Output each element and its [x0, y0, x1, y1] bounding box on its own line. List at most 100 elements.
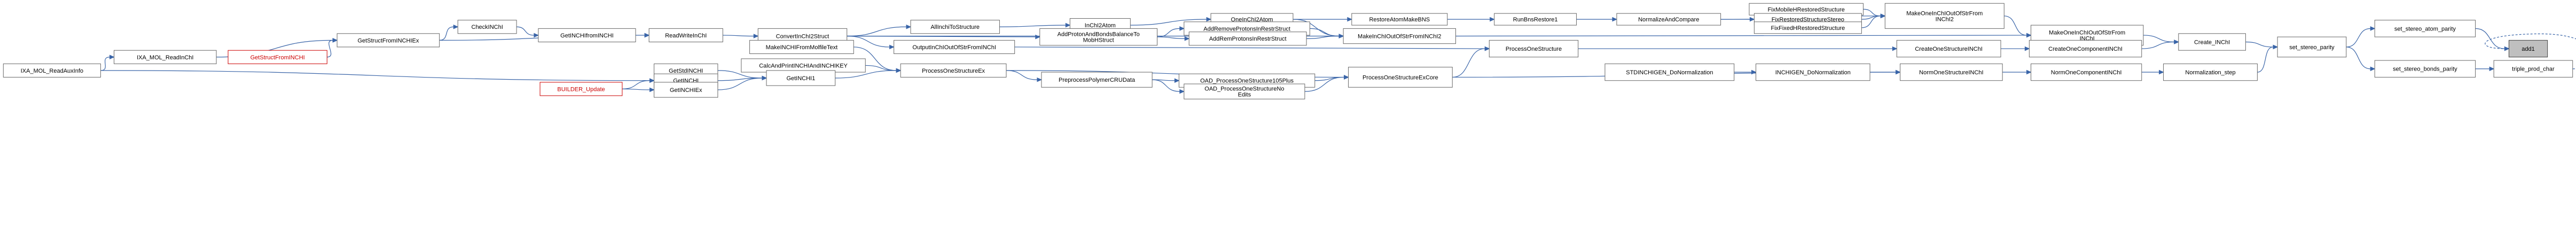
node-label: PreprocessPolymerCRUData [1059, 77, 1136, 83]
node-label: OAD_ProcessOneStructure105Plus [1200, 78, 1294, 84]
node-label: ConvertInChI2Struct [776, 34, 829, 40]
edge-set_stereo_bonds_parity-to-triple_prod_char [2475, 66, 2495, 72]
node-IXA_MOL_ReadAuxInfo[interactable]: IXA_MOL_ReadAuxInfo [3, 63, 101, 78]
node-FixFixedHRestoredStructure[interactable]: FixFixedHRestoredStructure [1753, 21, 1862, 34]
node-RestoreAtomMakeBNS[interactable]: RestoreAtomMakeBNS [1351, 13, 1448, 26]
node-MakeInChIOutOfStrFromINChI2[interactable]: MakeInChIOutOfStrFromINChI2 [1343, 28, 1456, 44]
node-AllInchiToStructure[interactable]: AllInchiToStructure [910, 20, 1000, 34]
edge-GetStructFromINCHIEx-to-CheckINChI [439, 24, 459, 41]
edge-Create_INChI-to-set_stereo_parity [2245, 41, 2279, 50]
edge-ConvertInChI2Struct-to-AddProtonAndBondsBalance [847, 34, 1041, 40]
edge-RestoreAtomMakeBNS-to-RunBnsRestore1 [1447, 17, 1495, 22]
node-label: AddRemProtonsInRestrStruct [1209, 36, 1287, 42]
node-label: CheckINChI [472, 24, 503, 30]
node-label: MakeINCHIFromMolfileText [766, 44, 837, 51]
node-label: CreateOneStructureINChI [1915, 46, 1983, 52]
node-NormOneStructureINChI[interactable]: NormOneStructureINChI [1900, 63, 2003, 81]
node-label: NormalizeAndCompare [1638, 17, 1699, 23]
node-label: NormOneComponentINChI [2051, 69, 2122, 76]
edge-ProcessOneStructureEx-to-PreprocessPolymerCRUData [1006, 70, 1043, 82]
node-label: Normalization_step [2185, 69, 2235, 76]
node-GetINCHI1[interactable]: GetINCHI1 [766, 70, 836, 86]
node-RunBnsRestore1[interactable]: RunBnsRestore1 [1494, 13, 1577, 26]
node-NormOneComponentINChI[interactable]: NormOneComponentINChI [2031, 63, 2142, 81]
node-STDINCHIGEN_DoNormalization[interactable]: STDINCHIGEN_DoNormalization [1604, 63, 1735, 81]
edge-ConvertInChI2Struct-to-AllInchiToStructure [847, 24, 912, 37]
edge-ConvertInChI2Struct-to-OutputInChIOutOfStrFromINChI [847, 35, 895, 50]
edge-IXA_MOL_ReadAuxInfo-to-IXA_MOL_ReadInChI [100, 55, 115, 71]
edge-BUILDER_Update-to-GetINCHIEx [622, 87, 655, 92]
node-AddRemProtonsInRestrStruct[interactable]: AddRemProtonsInRestrStruct [1188, 32, 1307, 46]
node-label: RunBnsRestore1 [1513, 17, 1558, 23]
edge-PreprocessPolymerCRUData-to-OAD_ProcessOneStructure105Plus [1152, 78, 1180, 83]
node-label: FixFixedHRestoredStructure [1771, 25, 1845, 32]
node-ProcessOneStructureEx[interactable]: ProcessOneStructureEx [900, 63, 1007, 78]
node-set_stereo_bonds_parity[interactable]: set_stereo_bonds_parity [2374, 60, 2476, 78]
node-label: InChI2Atom [1085, 22, 1116, 29]
node-set_stereo_parity[interactable]: set_stereo_parity [2277, 36, 2347, 58]
node-label: ProcessOneStructureEx [922, 68, 985, 74]
node-IXA_MOL_ReadInChI[interactable]: IXA_MOL_ReadInChI [114, 50, 217, 64]
edge-RunBnsRestore1-to-NormalizeAndCompare [1576, 17, 1618, 22]
node-MakeINCHIFromMolfileText[interactable]: MakeINCHIFromMolfileText [749, 40, 854, 54]
edge-MakeOneInChIOutOfStrFromINChI-to-Create_INChI [2143, 35, 2180, 44]
node-label: INCHIGEN_DoNormalization [1775, 69, 1851, 76]
node-ReadWriteInChI[interactable]: ReadWriteInChI [648, 28, 723, 42]
edge-GetINCHIEx-to-GetINCHI1 [717, 75, 768, 90]
node-CalcAndPrintINCHIAndINCHIKEY[interactable]: CalcAndPrintINCHIAndINCHIKEY [741, 58, 866, 73]
node-label: FixRestoredStructureStereo [1772, 17, 1844, 23]
node-label: ProcessOneStructure [1506, 46, 1562, 52]
edge-AllInchiToStructure-to-InChI2Atom [999, 22, 1071, 28]
node-ProcessOneStructure[interactable]: ProcessOneStructure [1489, 40, 1579, 58]
node-PreprocessPolymerCRUData[interactable]: PreprocessPolymerCRUData [1041, 72, 1153, 88]
edge-ProcessOneStructureExCore-to-ProcessOneStructure [1452, 46, 1490, 78]
graph-nodes: add1 set_stereo_atom_parity set_stereo_bon… [3, 3, 2573, 99]
node-label: GetINCHIfromINCHI [560, 33, 614, 39]
edge-ProcessOneStructure-to-CreateOneStructureINChI [1578, 46, 1898, 51]
node-label: AllInchiToStructure [930, 24, 980, 30]
node-label: CreateOneComponentINChI [2048, 46, 2123, 52]
node-set_stereo_atom_parity[interactable]: set_stereo_atom_parity [2374, 20, 2476, 37]
node-GetStructFromINCHI[interactable]: GetStructFromINCHI [228, 50, 327, 64]
node-label: IXA_MOL_ReadAuxInfo [21, 68, 83, 74]
node-BUILDER_Update[interactable]: BUILDER_Update [539, 82, 623, 96]
node-label: triple_prod_char [2512, 66, 2555, 73]
node-ProcessOneStructureExCore[interactable]: ProcessOneStructureExCore [1348, 67, 1453, 88]
node-label: IXA_MOL_ReadInChI [137, 55, 193, 61]
node-OutputInChIOutOfStrFromINChI[interactable]: OutputInChIOutOfStrFromINChI [894, 40, 1015, 54]
edge-AddProtonAndBondsBalance-to-AddRemoveProtonsRestr [1157, 26, 1185, 37]
edge-IXA_MOL_ReadAuxInfo-to-GetINCHI [100, 70, 655, 83]
edge-ReadWriteInChI-to-ConvertInChI2Struct [723, 34, 759, 38]
edge-PreprocessPolymerCRUData-to-OAD_ProcessOneStructureNoEdits [1152, 79, 1185, 94]
node-CheckINChI[interactable]: CheckINChI [457, 20, 517, 34]
node-Create_INChI[interactable]: Create_INChI [2178, 33, 2246, 51]
node-label: CalcAndPrintINCHIAndINCHIKEY [759, 63, 848, 69]
node-NormalizeAndCompare[interactable]: NormalizeAndCompare [1616, 13, 1721, 26]
node-add1[interactable]: add1 [2508, 40, 2548, 58]
node-label: AddRemoveProtonsInRestrStruct [1203, 26, 1290, 32]
node-CreateOneStructureINChI[interactable]: CreateOneStructureINChI [1896, 40, 2001, 58]
node-triple_prod_char[interactable]: triple_prod_char [2493, 60, 2573, 78]
node-label: ProcessOneStructureExCore [1363, 74, 1438, 81]
node-Normalization_step[interactable]: Normalization_step [2163, 63, 2258, 81]
edge-set_stereo_parity-to-set_stereo_bonds_parity [2346, 47, 2376, 72]
edge-GetINCHI1-to-ProcessOneStructureEx [835, 68, 902, 79]
node-label: set_stereo_parity [2289, 44, 2335, 51]
edge-set_stereo_parity-to-set_stereo_atom_parity [2346, 26, 2376, 48]
node-INCHIGEN_DoNormalization[interactable]: INCHIGEN_DoNormalization [1756, 63, 1870, 81]
node-FixMobileHRestoredStructure[interactable]: FixMobileHRestoredStructure [1749, 3, 1864, 16]
edge-CreateOneStructureINChI-to-CreateOneComponentINChI [2000, 46, 2030, 51]
node-label: GetINCHIEx [670, 87, 702, 94]
node-GetStructFromINCHIEx[interactable]: GetStructFromINCHIEx [336, 33, 440, 48]
edge-GetStructFromINCHI-to-GetStructFromINCHIEx [327, 38, 338, 58]
edge-CreateOneComponentINChI-to-Create_INChI [2141, 40, 2180, 49]
node-GetINCHIEx[interactable]: GetINCHIEx [654, 82, 718, 98]
node-label: BUILDER_Update [557, 86, 605, 92]
node-CreateOneComponentINChI[interactable]: CreateOneComponentINChI [2029, 40, 2142, 58]
edge-NormOneComponentINChI-to-Normalization_step [2141, 69, 2164, 75]
node-GetINCHIfromINCHI[interactable]: GetINCHIfromINCHI [538, 28, 636, 42]
